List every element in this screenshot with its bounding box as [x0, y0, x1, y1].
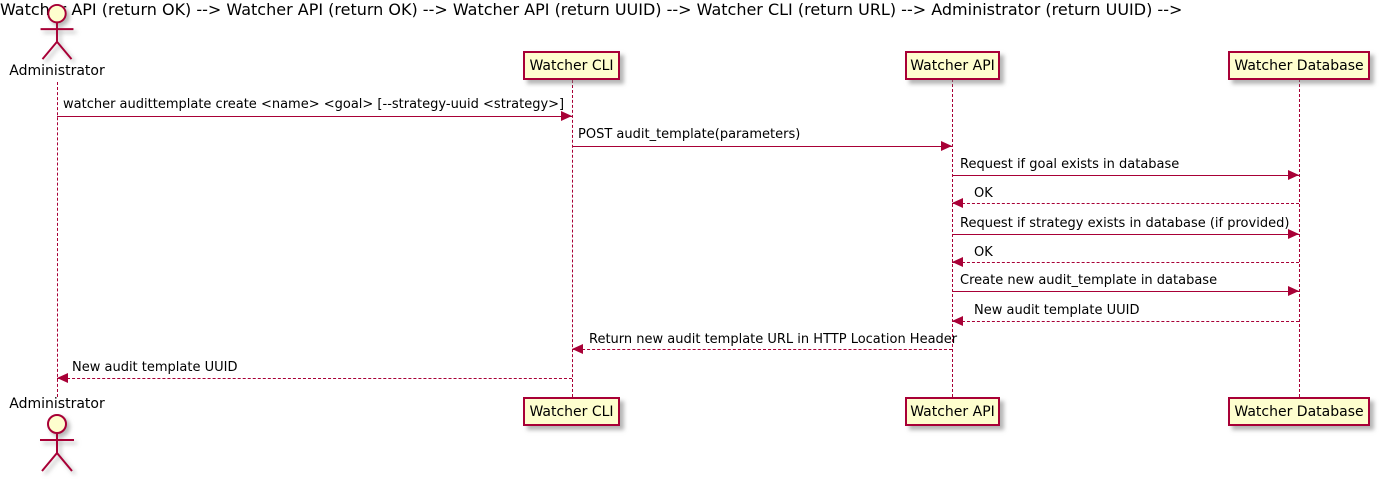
- lifeline-watcher-database: [1299, 79, 1300, 397]
- message-9-arrowhead: [572, 344, 583, 354]
- participant-watcher-api-bottom: Watcher API: [905, 397, 1000, 426]
- administrator-actor-icon: [40, 3, 74, 60]
- participant-watcher-cli-bottom: Watcher CLI: [523, 397, 620, 426]
- message-6-label: OK: [974, 245, 993, 260]
- participant-watcher-cli-top: Watcher CLI: [523, 51, 620, 80]
- administrator-actor-icon-bottom: [40, 414, 74, 472]
- message-7-line: [952, 291, 1299, 292]
- message-1-line: [57, 116, 572, 117]
- message-9-label: Return new audit template URL in HTTP Lo…: [589, 332, 958, 347]
- message-7-arrowhead: [1288, 286, 1299, 296]
- message-3-label: Request if goal exists in database: [960, 157, 1180, 172]
- message-10-line: [57, 378, 572, 379]
- lifeline-watcher-api: [952, 79, 953, 397]
- participant-watcher-database-bottom: Watcher Database: [1228, 397, 1370, 426]
- message-2-line: [572, 146, 952, 147]
- message-7-label: Create new audit_template in database: [960, 273, 1218, 288]
- lifeline-administrator: [57, 82, 58, 397]
- message-8-line: [952, 321, 1299, 322]
- participant-watcher-api-top: Watcher API: [905, 51, 1000, 80]
- message-3-line: [952, 175, 1299, 176]
- actor-label-top: Administrator: [9, 63, 105, 79]
- actor-label-bottom: Administrator: [9, 396, 105, 412]
- message-10-label: New audit template UUID: [72, 360, 238, 375]
- message-4-label: OK: [974, 186, 993, 201]
- message-6-line: [952, 262, 1299, 263]
- message-4-line: [952, 203, 1299, 204]
- participant-watcher-database-top: Watcher Database: [1228, 51, 1370, 80]
- message-9-line: [572, 349, 952, 350]
- message-5-line: [952, 234, 1299, 235]
- message-8-arrowhead: [952, 316, 963, 326]
- message-10-arrowhead: [57, 373, 68, 383]
- message-3-arrowhead: [1288, 170, 1299, 180]
- message-4-arrowhead: [952, 198, 963, 208]
- lifeline-watcher-cli: [572, 80, 573, 397]
- message-2-label: POST audit_template(parameters): [578, 127, 801, 142]
- message-6-arrowhead: [952, 257, 963, 267]
- message-5-label: Request if strategy exists in database (…: [960, 216, 1290, 231]
- message-1-arrowhead: [561, 111, 572, 121]
- message-1-label: watcher audittemplate create <name> <goa…: [63, 97, 565, 112]
- message-2-arrowhead: [941, 141, 952, 151]
- message-5-arrowhead: [1288, 229, 1299, 239]
- message-8-label: New audit template UUID: [974, 303, 1140, 318]
